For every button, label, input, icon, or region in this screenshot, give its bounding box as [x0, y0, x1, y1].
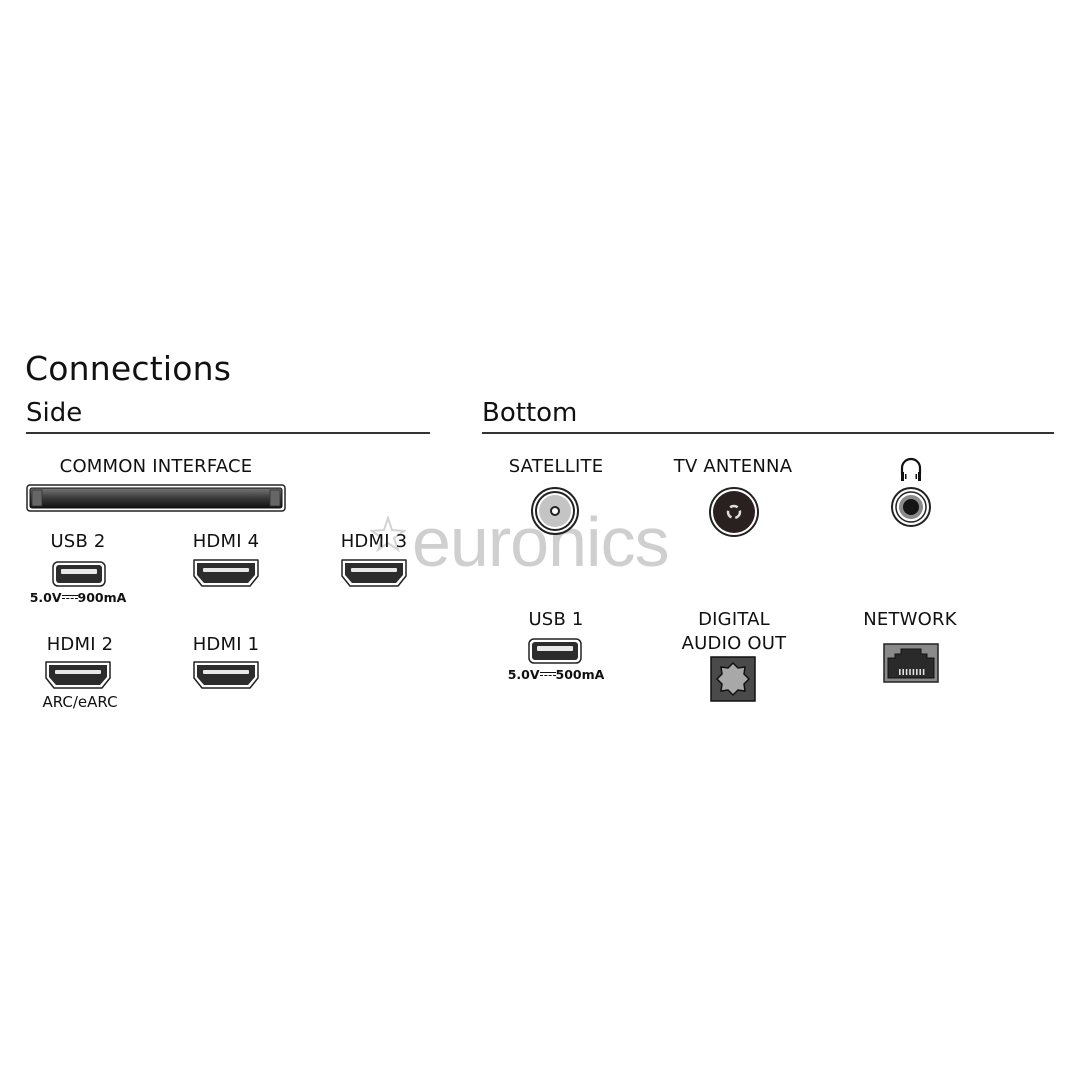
euronics-star-icon: [370, 516, 406, 552]
dc-symbol-icon: [539, 672, 556, 676]
digital-audio-out-label-line1: DIGITAL: [698, 609, 770, 630]
satellite-label: SATELLITE: [508, 456, 604, 477]
ci-slot-icon: [26, 484, 286, 512]
page-title: Connections: [25, 349, 232, 388]
network-label: NETWORK: [863, 609, 957, 630]
tv-antenna-label: TV ANTENNA: [673, 456, 793, 477]
hdmi-port-icon: [341, 559, 407, 587]
hdmi-port-icon: [193, 661, 259, 689]
hdmi1-label: HDMI 1: [192, 634, 260, 655]
hdmi-port-icon: [45, 661, 111, 689]
common-interface-label: COMMON INTERFACE: [59, 456, 253, 477]
side-section-divider: [26, 432, 430, 434]
bottom-section-heading: Bottom: [482, 398, 578, 428]
usb2-label: USB 2: [50, 531, 106, 552]
headphone-icon: [900, 457, 922, 481]
antenna-connector-icon: [709, 487, 759, 537]
usb-port-icon: [528, 638, 582, 664]
hdmi-port-icon: [193, 559, 259, 587]
hdmi3-label: HDMI 3: [340, 531, 408, 552]
digital-audio-out-label-line2: AUDIO OUT: [681, 633, 787, 654]
side-section-heading: Side: [26, 398, 83, 428]
hdmi2-label: HDMI 2: [46, 634, 114, 655]
hdmi4-label: HDMI 4: [192, 531, 260, 552]
dc-symbol-icon: [61, 595, 78, 599]
optical-port-icon: [710, 656, 756, 702]
bottom-section-divider: [482, 432, 1054, 434]
hdmi2-arc-note: ARC/eARC: [42, 693, 118, 711]
headphone-jack-icon: [891, 487, 931, 527]
satellite-connector-icon: [531, 487, 579, 535]
ethernet-port-icon: [883, 643, 939, 683]
usb-port-icon: [52, 561, 106, 587]
usb1-label: USB 1: [528, 609, 584, 630]
